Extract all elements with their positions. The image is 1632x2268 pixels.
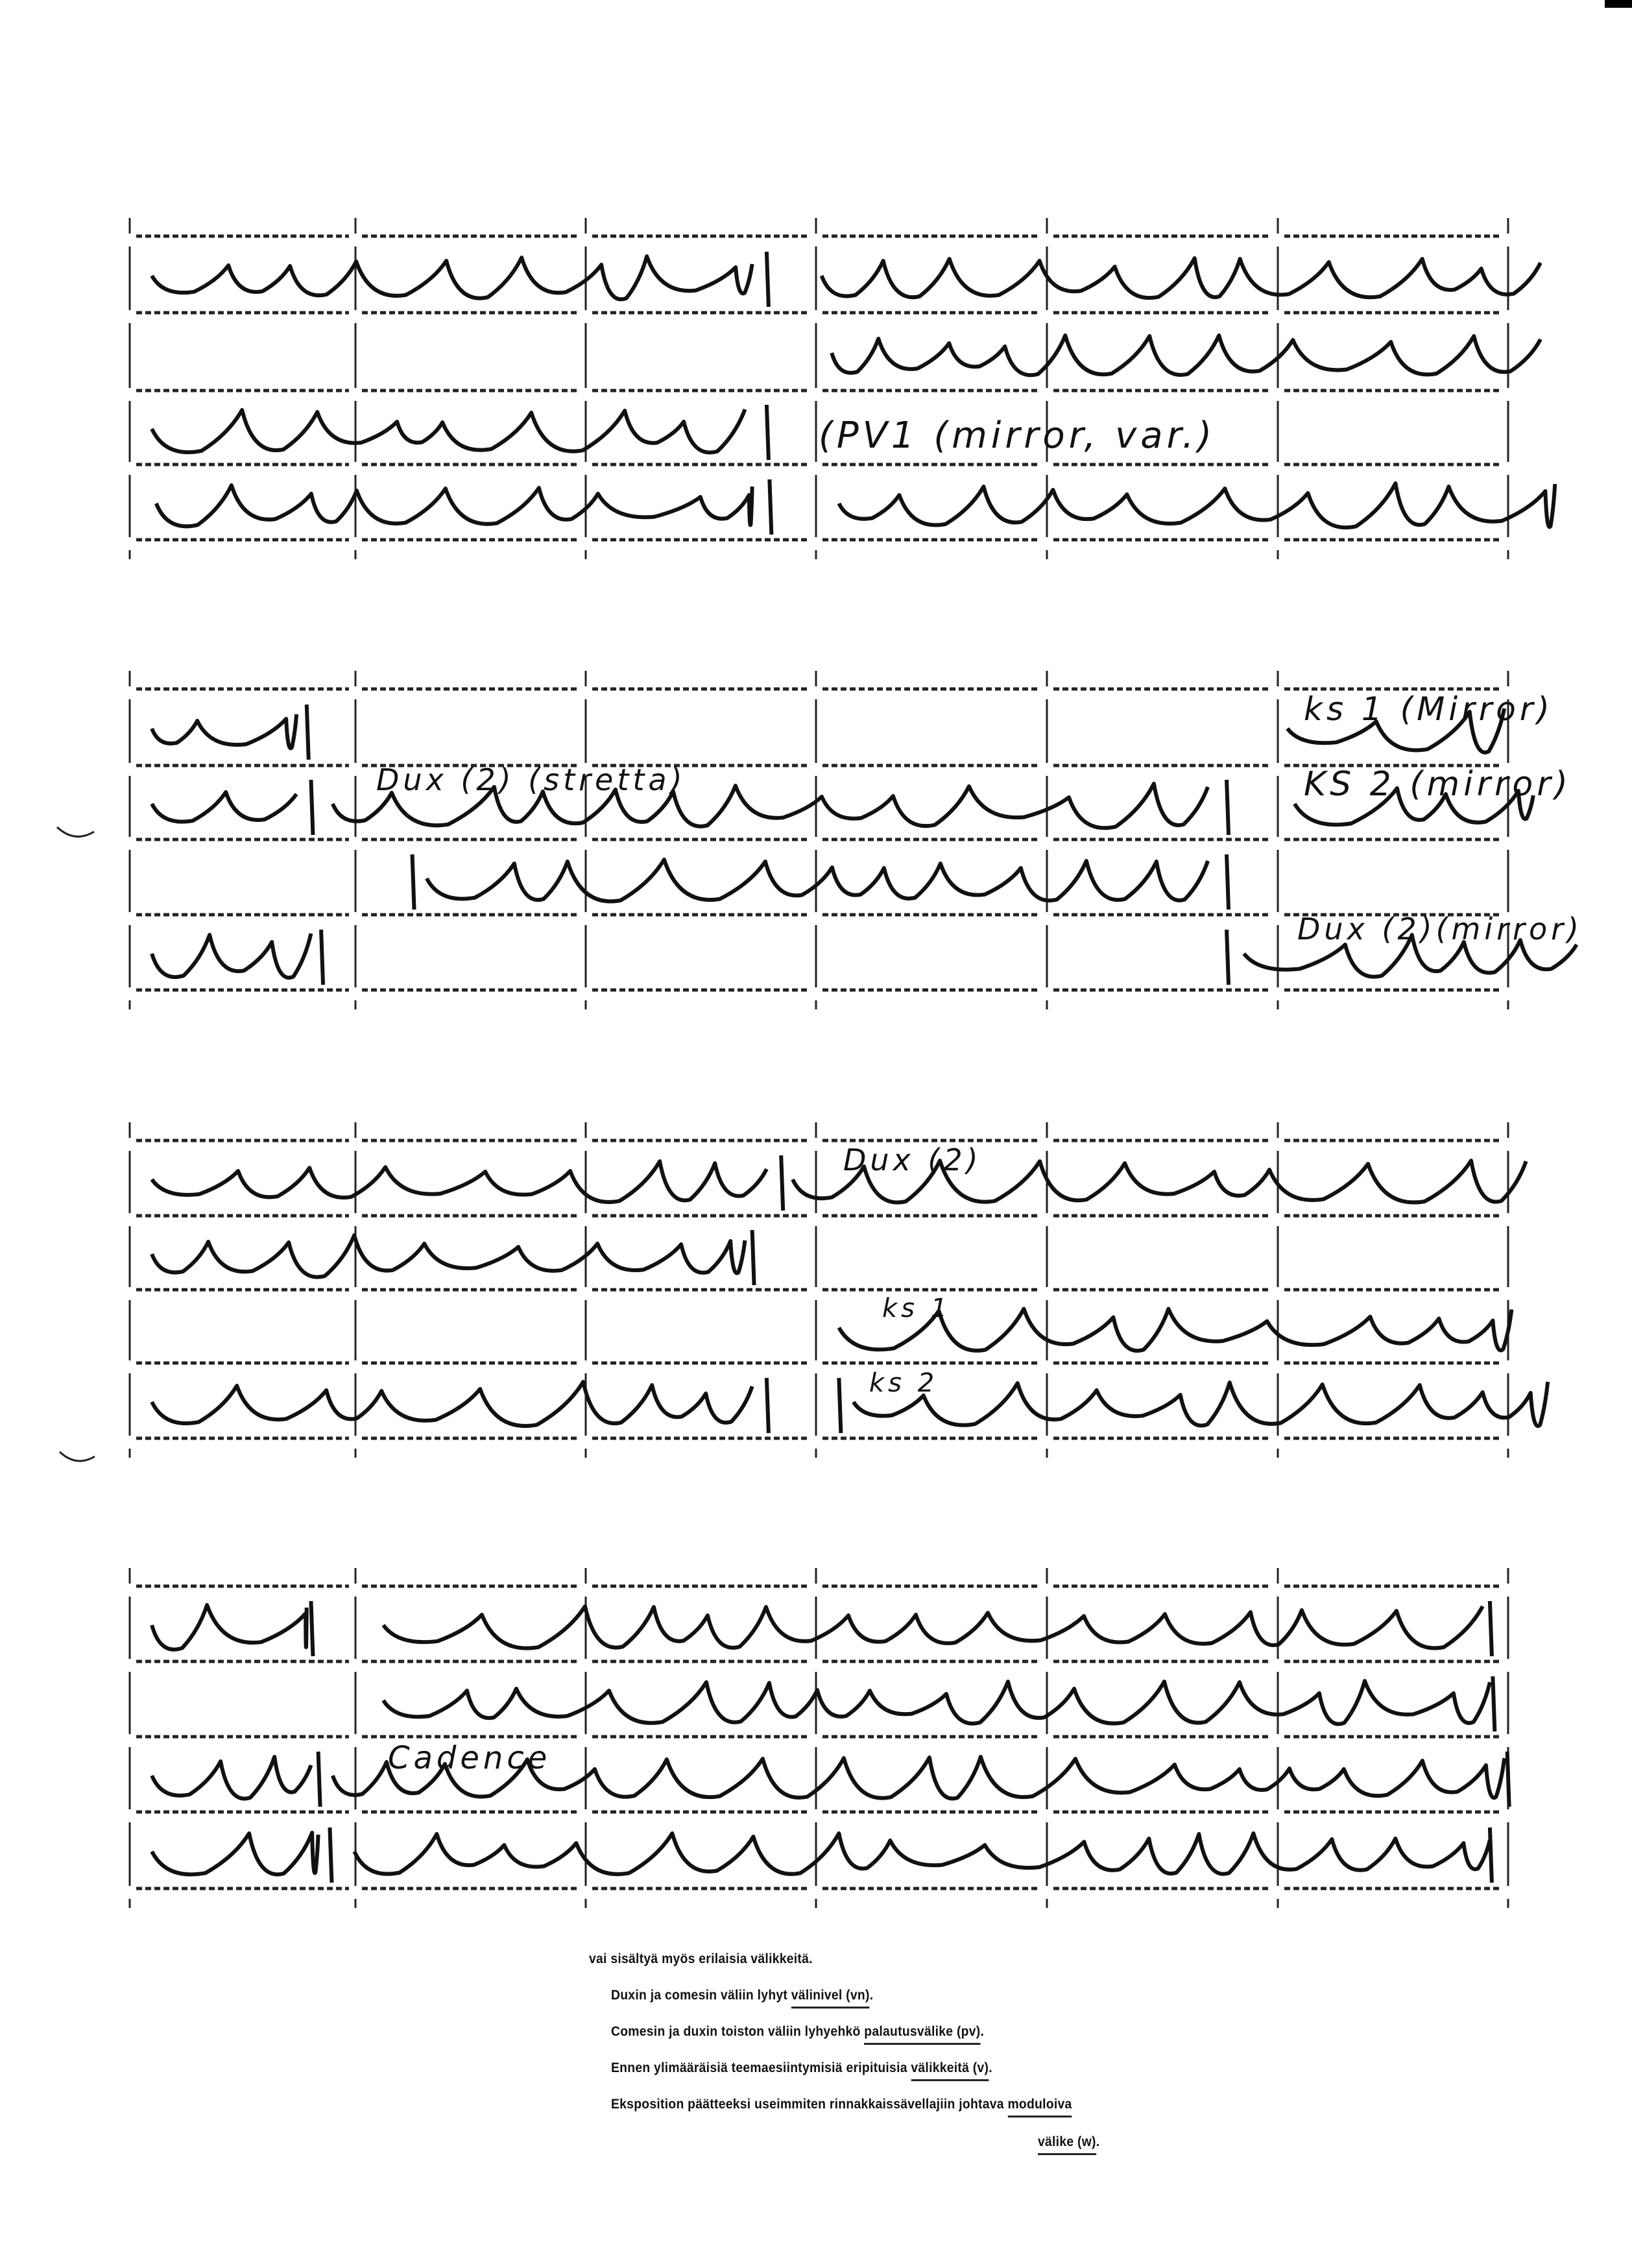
handwritten-phrase-end-bar — [1225, 854, 1231, 910]
underlined-term-w: välike (w) — [1038, 2134, 1096, 2155]
handwritten-phrase-end-bar — [1225, 779, 1231, 836]
handwritten-phrase-line — [791, 1159, 1528, 1205]
handwritten-phrase-end-bar — [767, 479, 774, 535]
handwritten-phrase-line — [381, 1679, 1492, 1726]
handwritten-phrase-end-bar — [1505, 1751, 1511, 1807]
label-ks1-mirror: ks 1 (Mirror) — [1304, 690, 1554, 728]
handwritten-phrase-end-bar — [316, 1751, 322, 1807]
printed-line-6: välike (w). — [1038, 2134, 1100, 2155]
handwritten-phrase-end-bar — [750, 1229, 756, 1286]
handwritten-phrase-end-bar — [764, 404, 771, 461]
handwritten-phrase-line — [1286, 708, 1507, 754]
handwritten-phrase-end-bar — [1487, 1600, 1494, 1657]
underlined-term-v: välikkeitä (v) — [911, 2060, 989, 2081]
handwritten-phrase-end-bar — [309, 779, 315, 836]
handwritten-phrase-end-bar — [328, 1827, 334, 1883]
printed-line-4: Ennen ylimääräisiä teemaesiintymisiä eri… — [611, 2060, 992, 2081]
handwritten-phrase-end-bar — [1491, 1676, 1497, 1732]
handwritten-phrases — [150, 251, 1579, 1883]
handwritten-phrase-line — [150, 1831, 320, 1877]
printed-line-2: Duxin ja comesin väliin lyhyt välinivel … — [611, 1988, 874, 2009]
handwritten-phrase-line — [331, 1755, 1507, 1801]
handwritten-phrase-line — [830, 333, 1542, 378]
printed-text: . — [1096, 2134, 1100, 2149]
margin-arc-mark — [58, 1451, 95, 1462]
handwritten-phrase-line — [819, 256, 1542, 300]
handwritten-phrase-line — [837, 1307, 1514, 1353]
label-ks2-mirror: KS 2 (mirror) — [1304, 765, 1572, 804]
handwritten-phrase-line — [150, 1603, 309, 1652]
handwritten-phrase-line — [150, 1755, 313, 1801]
label-dux2: Dux (2) — [843, 1142, 982, 1177]
printed-text: . — [980, 2024, 985, 2039]
handwritten-phrase-end-bar — [309, 1600, 315, 1657]
grid-lines — [128, 218, 1509, 1908]
handwritten-phrase-end-bar — [764, 251, 771, 308]
printed-text: . — [869, 1988, 874, 2003]
printed-text: . — [989, 2060, 992, 2075]
handwritten-phrase-line — [150, 408, 747, 455]
printed-line-3: Comesin ja duxin toiston väliin lyhyehkö… — [611, 2024, 985, 2045]
handwritten-phrase-line — [381, 1604, 1485, 1650]
handwritten-phrase-line — [150, 933, 313, 980]
label-ks1: ks 1 — [882, 1294, 951, 1323]
handwritten-labels: (PV1 (mirror, var.) ks 1 (Mirror) KS 2 (… — [376, 415, 1583, 1776]
underlined-term-vn: välinivel (vn) — [791, 1988, 870, 2009]
handwritten-phrase-end-bar — [1225, 929, 1231, 985]
handwritten-phrase-line — [150, 1233, 747, 1279]
handwritten-phrase-end-bar — [304, 704, 311, 760]
margin-arc-mark — [56, 826, 95, 838]
label-cadence: Cadence — [388, 1740, 551, 1776]
underlined-term-pv: palautusvälike (pv) — [864, 2024, 981, 2045]
handwritten-phrase-line — [154, 483, 754, 529]
handwritten-phrase-line — [150, 1380, 754, 1429]
handwritten-phrase-line — [352, 1831, 1492, 1876]
label-dux2-stretta: Dux (2) (stretta) — [376, 762, 686, 797]
scan-corner-mark — [1605, 0, 1632, 8]
handwritten-phrase-end-bar — [1487, 1827, 1494, 1883]
handwritten-phrase-line — [837, 481, 1557, 530]
handwritten-phrase-line — [425, 858, 1210, 904]
printed-text: Duxin ja comesin väliin lyhyt — [611, 1988, 791, 2003]
label-ks2: ks 2 — [869, 1368, 938, 1398]
handwritten-phrase-line — [331, 782, 1210, 830]
handwritten-phrase-line — [150, 714, 299, 751]
handwritten-phrase-end-bar — [764, 1377, 771, 1434]
printed-line-1: vai sisältyä myös erilaisia välikkeitä. — [589, 1951, 813, 1967]
label-pv1-mirror-var: (PV1 (mirror, var.) — [819, 415, 1216, 457]
underlined-term-moduloiva: moduloiva — [1007, 2097, 1072, 2117]
handwritten-phrase-end-bar — [410, 854, 416, 910]
handwritten-phrase-end-bar — [837, 1377, 843, 1434]
handwritten-phrase-line — [150, 1159, 769, 1204]
printed-text: Comesin ja duxin toiston väliin lyhyehkö — [611, 2024, 865, 2039]
handwritten-phrase-line — [150, 790, 298, 824]
handwritten-phrase-line — [1293, 786, 1535, 827]
handwritten-phrase-end-bar — [319, 929, 326, 985]
printed-text: Eksposition päätteeksi useimmiten rinnak… — [611, 2097, 1008, 2112]
printed-line-5: Eksposition päätteeksi useimmiten rinnak… — [611, 2097, 1072, 2117]
handwritten-phrase-line — [1242, 933, 1579, 979]
label-dux2-mirror: Dux (2)(mirror) — [1297, 911, 1583, 947]
printed-text: vai sisältyä myös erilaisia välikkeitä. — [589, 1951, 813, 1966]
handwritten-phrase-end-bar — [779, 1155, 786, 1211]
handwritten-phrase-line — [150, 254, 754, 302]
handwritten-phrase-line — [852, 1381, 1550, 1429]
printed-text: Ennen ylimääräisiä teemaesiintymisiä eri… — [611, 2060, 911, 2075]
